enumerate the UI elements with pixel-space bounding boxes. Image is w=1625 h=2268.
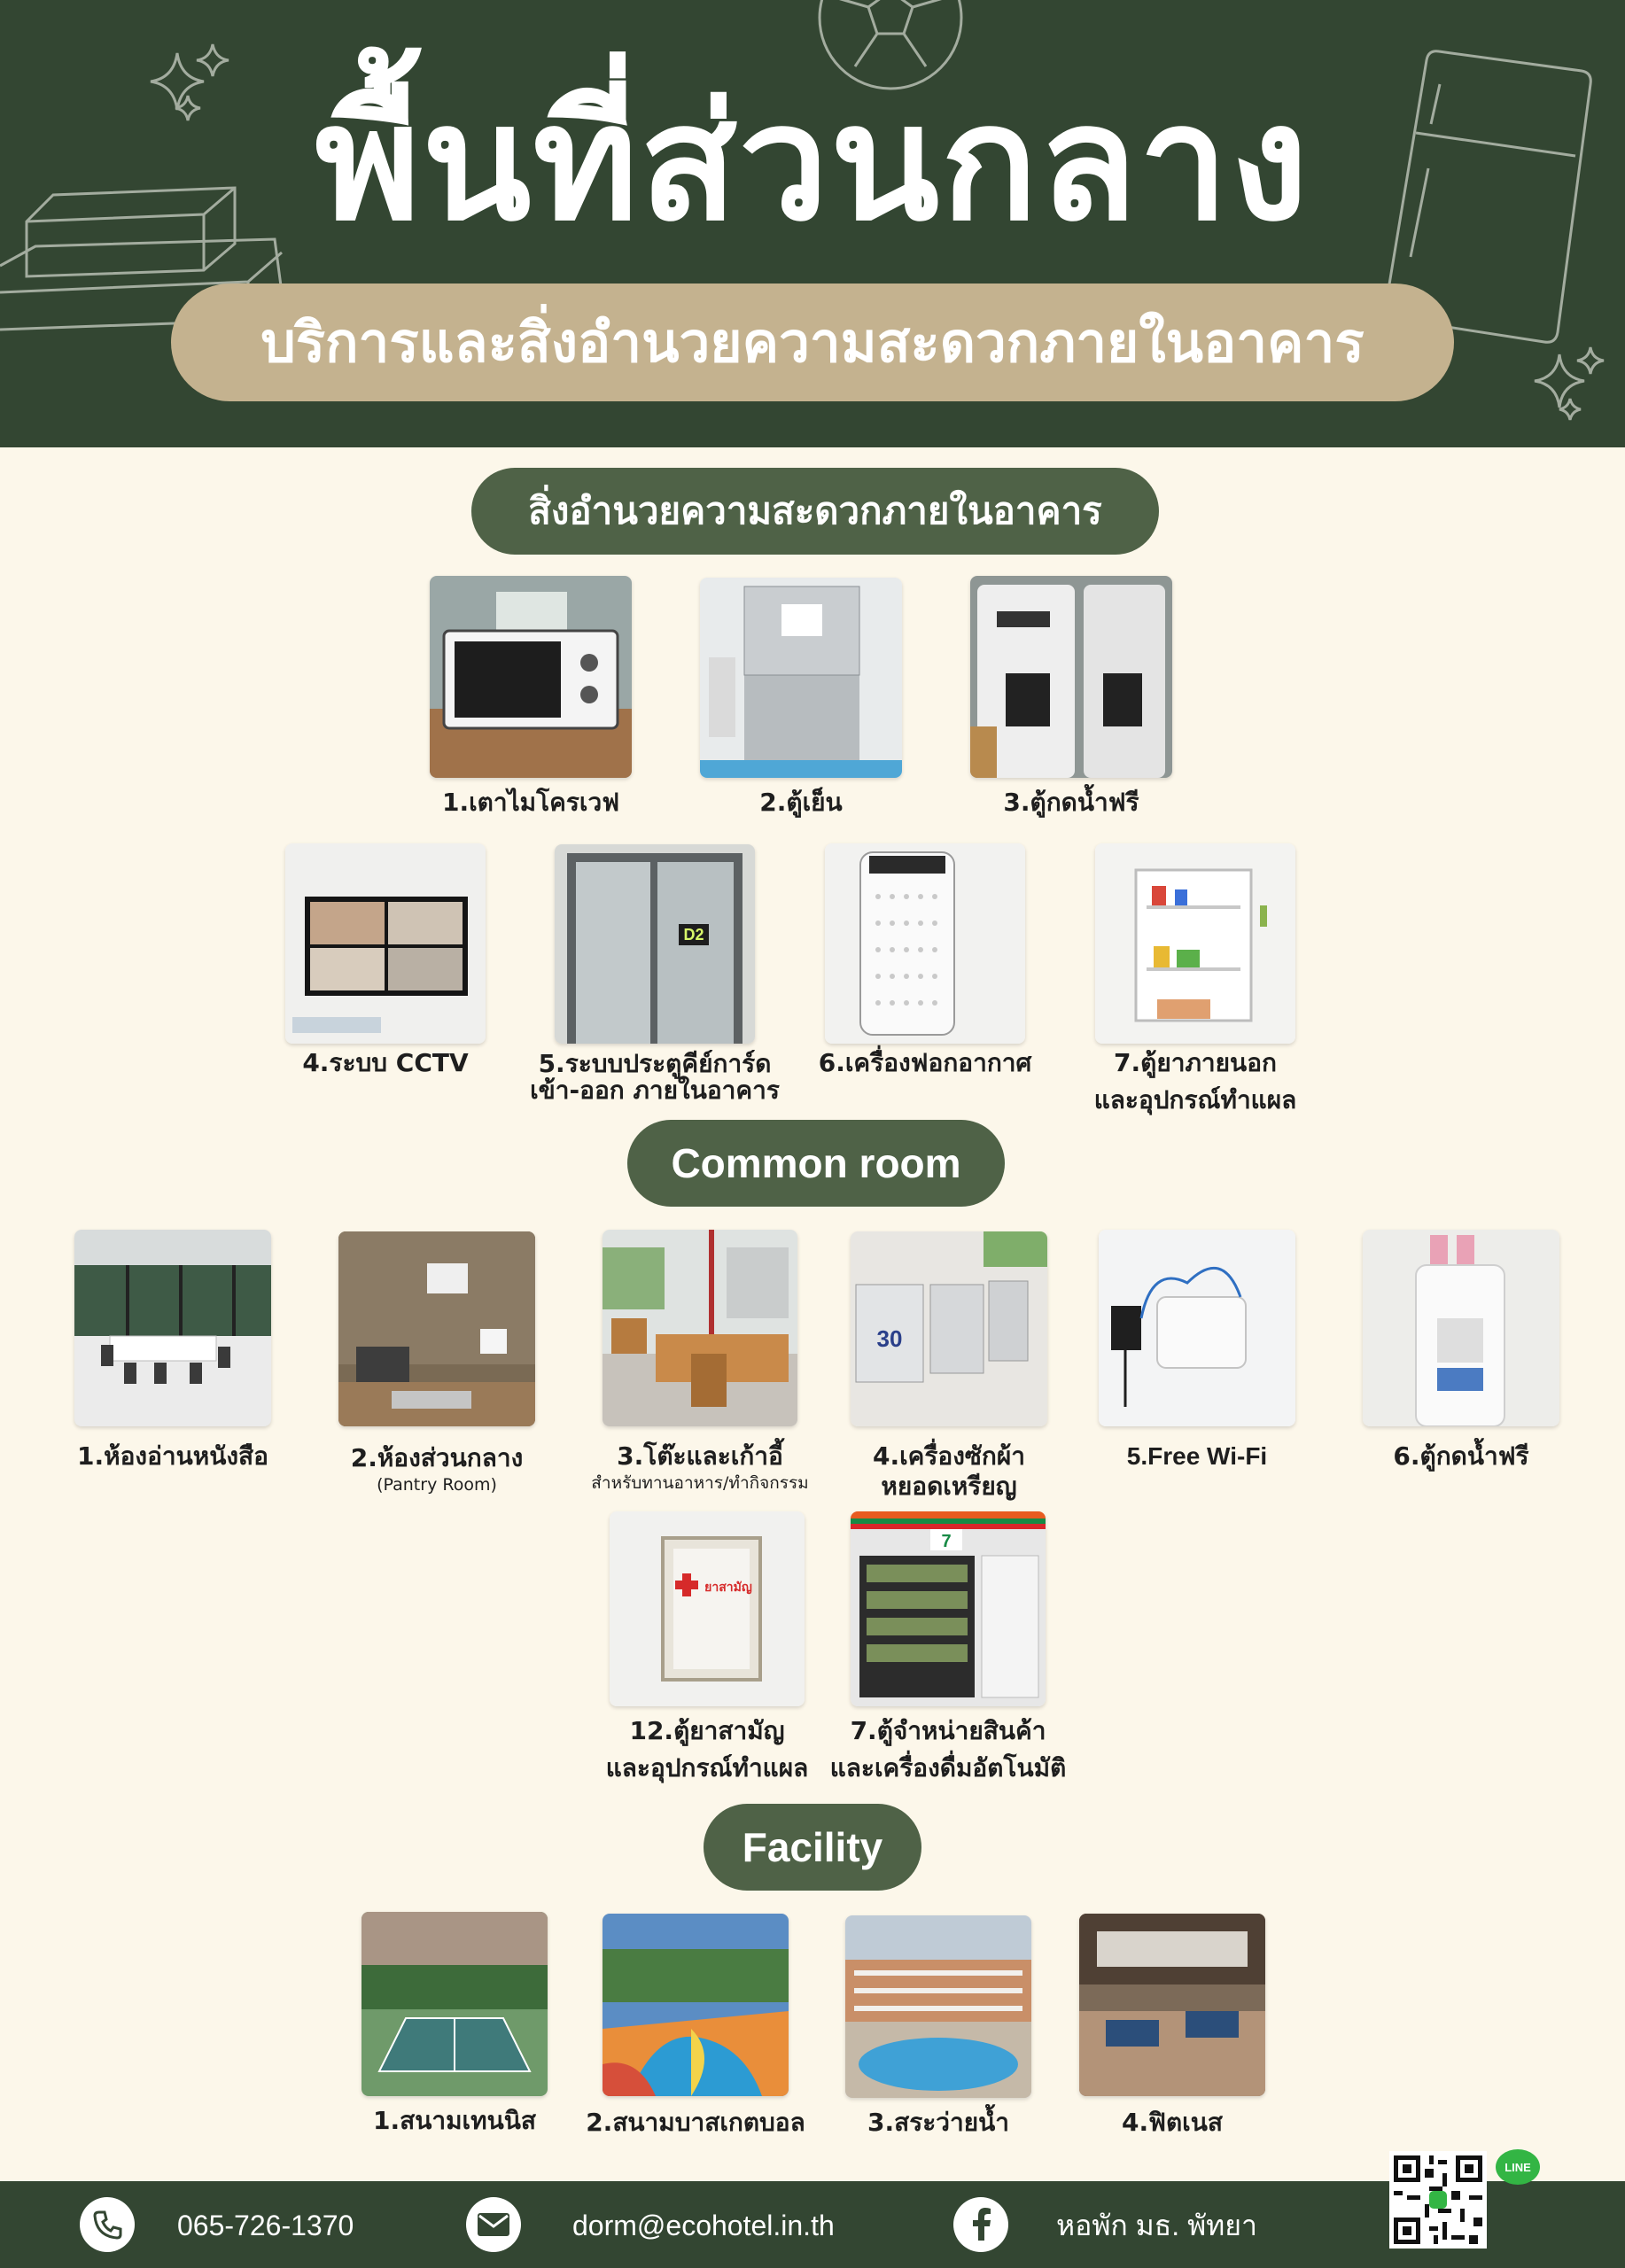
cctv-photo	[285, 843, 486, 1044]
store-sign-label: 7	[941, 1532, 951, 1551]
amenity-caption: 4.ระบบ CCTV	[302, 1048, 469, 1077]
footer-email[interactable]: dorm@ecohotel.in.th	[572, 2210, 835, 2241]
footer-phone[interactable]: 065-726-1370	[177, 2210, 354, 2241]
amenity-caption-line2: และอุปกรณ์ทำแผล	[1093, 1085, 1297, 1115]
page-title: พื้นที่ส่วนกลาง	[315, 71, 1310, 256]
first-aid-sign-label: ยาสามัญ	[704, 1581, 752, 1595]
facebook-icon[interactable]	[953, 2197, 1008, 2252]
fridge-photo	[700, 578, 902, 778]
first-aid-cabinet-photo	[1095, 843, 1295, 1044]
facility-caption: 3.สระว่ายน้ำ	[867, 2108, 1009, 2137]
amenity-caption-line2: เข้า-ออก ภายในอาคาร	[530, 1076, 780, 1105]
reading-room-photo	[74, 1230, 271, 1426]
line-icon[interactable]: LINE	[1496, 2149, 1540, 2185]
wifi-router-photo	[1099, 1230, 1295, 1426]
common-caption: 3.โต๊ะและเก้าอี้	[617, 1441, 783, 1471]
section-heading-facility: Facility	[704, 1804, 921, 1891]
basketball-court-photo	[603, 1914, 789, 2096]
footer-bar: 065-726-1370 dorm@ecohotel.in.th หอพัก ม…	[0, 2181, 1625, 2268]
microwave-photo	[430, 576, 632, 778]
common-caption: 5.Free Wi-Fi	[1126, 1442, 1268, 1470]
tables-chairs-photo	[603, 1230, 797, 1426]
page-subtitle: บริการและสิ่งอำนวยความสะดวกภายในอาคาร	[171, 284, 1454, 401]
common-caption-line2: และอุปกรณ์ทำแผล	[605, 1753, 809, 1783]
facility-caption: 4.ฟิตเนส	[1122, 2108, 1223, 2137]
washing-machines-photo: 30	[851, 1231, 1047, 1426]
air-purifier-photo	[825, 843, 1025, 1044]
amenity-caption: 6.เครื่องฟอกอากาศ	[818, 1048, 1032, 1077]
common-caption: 7.ตู้จำหน่ายสินค้า	[850, 1716, 1046, 1745]
common-caption-line2: หยอดเหรียญ	[881, 1472, 1017, 1501]
door-sign-label: D2	[683, 926, 704, 944]
common-caption-note: (Pantry Room)	[377, 1475, 497, 1495]
header-doodles	[0, 0, 1605, 421]
water-dispenser-photo	[970, 576, 1172, 778]
amenity-caption: 5.ระบบประตูคีย์การ์ด	[538, 1049, 772, 1078]
amenity-caption: 1.เตาไมโครเวฟ	[441, 788, 620, 817]
common-caption-note: สำหรับทานอาหาร/ทำกิจกรรม	[591, 1473, 809, 1493]
facility-caption: 1.สนามเทนนิส	[373, 2106, 536, 2135]
amenity-caption: 2.ตู้เย็น	[759, 788, 843, 817]
section-heading-common-room: Common room	[627, 1120, 1005, 1207]
keycard-door-photo: D2	[555, 844, 755, 1044]
pantry-room-photo	[338, 1231, 535, 1426]
mail-icon[interactable]	[466, 2197, 521, 2252]
washer-number-label: 30	[877, 1325, 903, 1352]
common-caption: 12.ตู้ยาสามัญ	[629, 1716, 785, 1745]
sparkle-icon	[150, 52, 205, 111]
qr-code-icon[interactable]	[1389, 2151, 1487, 2249]
facility-caption: 2.สนามบาสเกตบอล	[586, 2108, 805, 2137]
phone-icon[interactable]	[80, 2197, 135, 2252]
first-aid-cabinet-2-photo: ยาสามัญ	[610, 1511, 805, 1706]
section-heading-building: สิ่งอำนวยความสะดวกภายในอาคาร	[471, 468, 1159, 555]
swimming-pool-photo	[845, 1915, 1031, 2098]
header-banner: พื้นที่ส่วนกลาง บริการและสิ่งอำนวยความสะ…	[0, 0, 1625, 447]
amenity-caption: 7.ตู้ยาภายนอก	[1114, 1048, 1277, 1077]
footer-facebook[interactable]: หอพัก มธ. พัทยา	[1056, 2210, 1257, 2241]
amenity-caption: 3.ตู้กดน้ำฟรี	[1003, 788, 1139, 817]
tennis-court-photo	[362, 1912, 548, 2096]
fitness-photo	[1079, 1914, 1265, 2096]
vending-machine-photo: 7	[851, 1511, 1046, 1706]
common-caption: 2.ห้องส่วนกลาง	[350, 1443, 524, 1472]
common-caption: 4.เครื่องซักผ้า	[872, 1441, 1026, 1471]
common-caption: 6.ตู้กดน้ำฟรี	[1393, 1441, 1529, 1471]
common-caption-line2: และเครื่องดื่มอัตโนมัติ	[829, 1753, 1067, 1783]
common-caption: 1.ห้องอ่านหนังสือ	[77, 1441, 268, 1471]
water-dispenser-2-photo	[1363, 1230, 1559, 1426]
